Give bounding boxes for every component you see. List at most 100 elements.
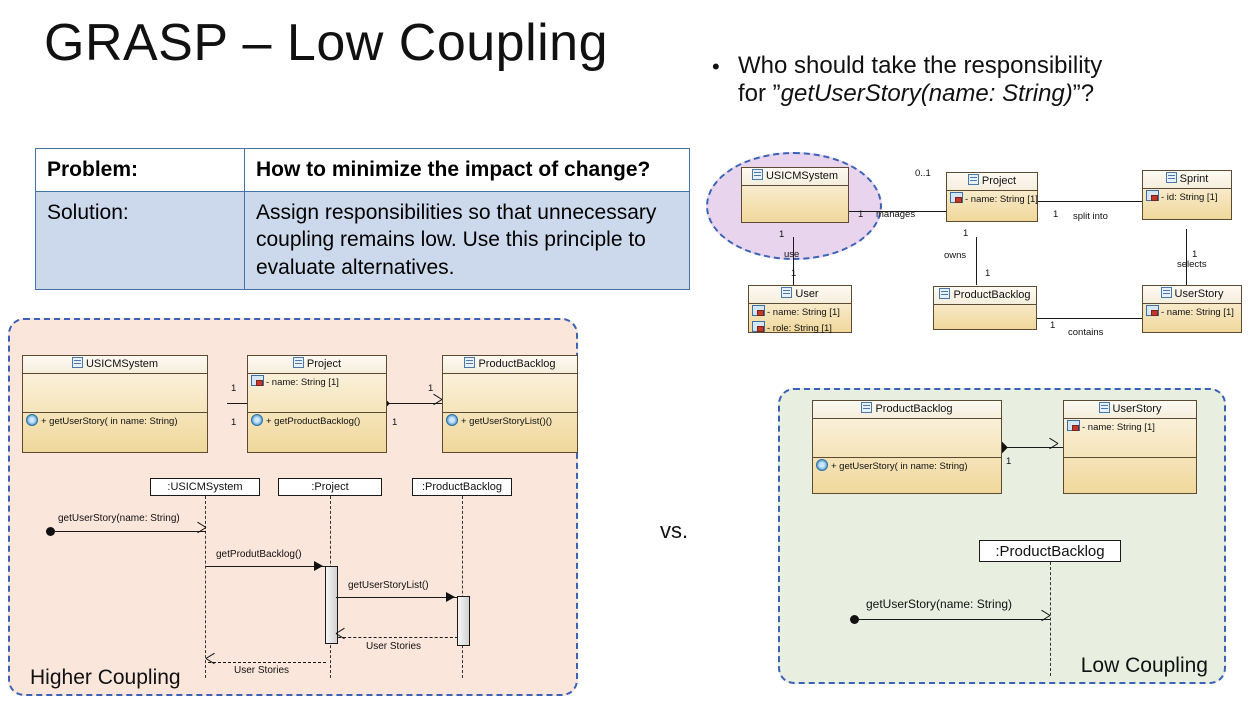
class-icon [1160,287,1172,298]
bullet-icon: • [712,54,720,79]
problem-solution-table: Problem: How to minimize the impact of c… [35,148,690,290]
attribute-row: - name: String [1] [1143,304,1241,320]
class-icon [1165,172,1177,183]
hc-msg-label-2: getProdutBacklog() [216,549,302,560]
class-name-header: ProductBacklog [443,356,577,374]
class-name-header: Project [947,173,1037,191]
operation-icon [446,414,458,426]
question-line-2: for ”getUserStory(name: String)”? [738,80,1252,108]
operation-icon [816,459,828,471]
attribute-row: - id: String [1] [1143,189,1231,205]
class-attributes: - name: String [1] [248,374,386,413]
arrow-open-icon [206,658,215,667]
lc-mult: 1 [1006,456,1012,467]
problem-text: How to minimize the impact of change? [244,148,690,192]
low-coupling-label: Low Coupling [1080,654,1208,677]
hc-start-dot [46,527,55,536]
hc-mult-2: 1 [231,417,237,428]
operation-row: + getProductBacklog() [248,413,386,429]
domain-class-project[interactable]: Project - name: String [1] [946,172,1038,222]
hc-lifeline-head-productbacklog[interactable]: :ProductBacklog [412,478,512,496]
operation-icon [251,414,263,426]
class-icon [939,288,951,299]
class-icon [967,174,979,185]
hc-class-productbacklog[interactable]: ProductBacklog + getUserStoryList()() [442,355,578,453]
assoc-line-use [793,237,794,285]
mult-manages-right: 1 [858,209,864,220]
assoc-label-manages: manages [876,209,916,220]
lc-msg-line [858,619,1050,620]
class-body [934,305,1036,347]
assoc-label-owns: owns [944,250,967,261]
mult-owns-bottom: 1 [985,268,991,279]
hc-msg-label-1: getUserStory(name: String) [58,513,180,524]
class-icon [292,357,304,368]
hc-msg-label-3: getUserStoryList() [348,580,429,591]
hc-msg-line-2 [206,566,326,567]
class-body [742,186,848,240]
lc-class-productbacklog[interactable]: ProductBacklog + getUserStory( in name: … [812,400,1002,494]
assoc-line-manages [848,211,948,212]
lc-lifeline-head-productbacklog[interactable]: :ProductBacklog [979,540,1121,562]
assoc-line-owns [976,237,977,285]
lc-assoc-line [1003,447,1065,448]
hc-lifeline-head-project[interactable]: :Project [278,478,382,496]
hc-msg-line-1 [54,531,206,532]
domain-class-usicmsystem[interactable]: USICMSystem [741,167,849,223]
class-attributes [23,374,207,413]
class-attributes [443,374,577,413]
problem-label: Problem: [35,148,245,192]
operation-row: + getUserStory( in name: String) [813,458,1001,474]
hc-class-project[interactable]: Project - name: String [1] + getProductB… [247,355,387,453]
domain-class-sprint[interactable]: Sprint - id: String [1] [1142,170,1232,220]
class-name-header: Sprint [1143,171,1231,189]
hc-assoc-line-2 [387,403,449,404]
class-icon [71,357,83,368]
hc-lifeline-head-usicmsystem[interactable]: :USICMSystem [150,478,260,496]
operation-icon [26,414,38,426]
arrow-filled-icon [446,592,455,602]
hc-msg-line-3 [336,597,458,598]
domain-class-userstory[interactable]: UserStory - name: String [1] [1142,285,1242,333]
lc-start-dot [850,615,859,624]
class-operations: + getUserStory( in name: String) [813,458,1001,474]
class-name-header: UserStory [1064,401,1196,419]
assoc-label-use: use [784,249,800,260]
class-name-header: ProductBacklog [934,287,1036,305]
domain-class-productbacklog[interactable]: ProductBacklog [933,286,1037,330]
mult-owns-top: 1 [963,228,969,239]
class-icon [1098,402,1110,413]
arrow-open-icon [196,527,205,536]
hc-mult-3: 1 [428,383,434,394]
attribute-icon [251,375,264,386]
class-icon [861,402,873,413]
hc-class-usicmsystem[interactable]: USICMSystem + getUserStory( in name: Str… [22,355,208,453]
class-name-header: Project [248,356,386,374]
domain-class-user[interactable]: User - name: String [1] - role: String [… [748,285,852,336]
hc-mult-1: 1 [231,383,237,394]
question-method-signature: getUserStory(name: String) [780,80,1073,108]
hc-lifeline-usicmsystem [205,496,206,678]
vs-label: vs. [660,518,689,543]
lc-class-userstory[interactable]: UserStory - name: String [1] [1063,400,1197,494]
assoc-label-split-into: split into [1073,211,1108,222]
hc-return-line-2 [208,662,326,663]
class-icon [464,357,476,368]
class-operations: + getUserStory( in name: String) [23,413,207,429]
class-attributes: - id: String [1] [1143,189,1231,205]
lc-lifeline-productbacklog [1050,562,1051,676]
assoc-label-selects: selects [1177,259,1207,270]
attribute-icon [1146,305,1159,316]
attribute-row: - role: String [1] [749,320,851,336]
question-bullet: • Who should take the responsibility for… [712,52,1252,109]
assoc-line-split-into [1032,201,1142,202]
attribute-icon [1067,420,1080,431]
operation-row: + getUserStory( in name: String) [23,413,207,429]
table-row: Solution: Assign responsibilities so tha… [35,190,690,290]
page-title: GRASP – Low Coupling [44,14,609,72]
hc-return-label-2: User Stories [234,665,290,676]
class-attributes: - name: String [1] [1143,304,1241,320]
attribute-row: - name: String [1] [749,304,851,320]
mult-manages-left: 0..1 [915,168,931,179]
hc-activation-productbacklog [457,596,470,646]
